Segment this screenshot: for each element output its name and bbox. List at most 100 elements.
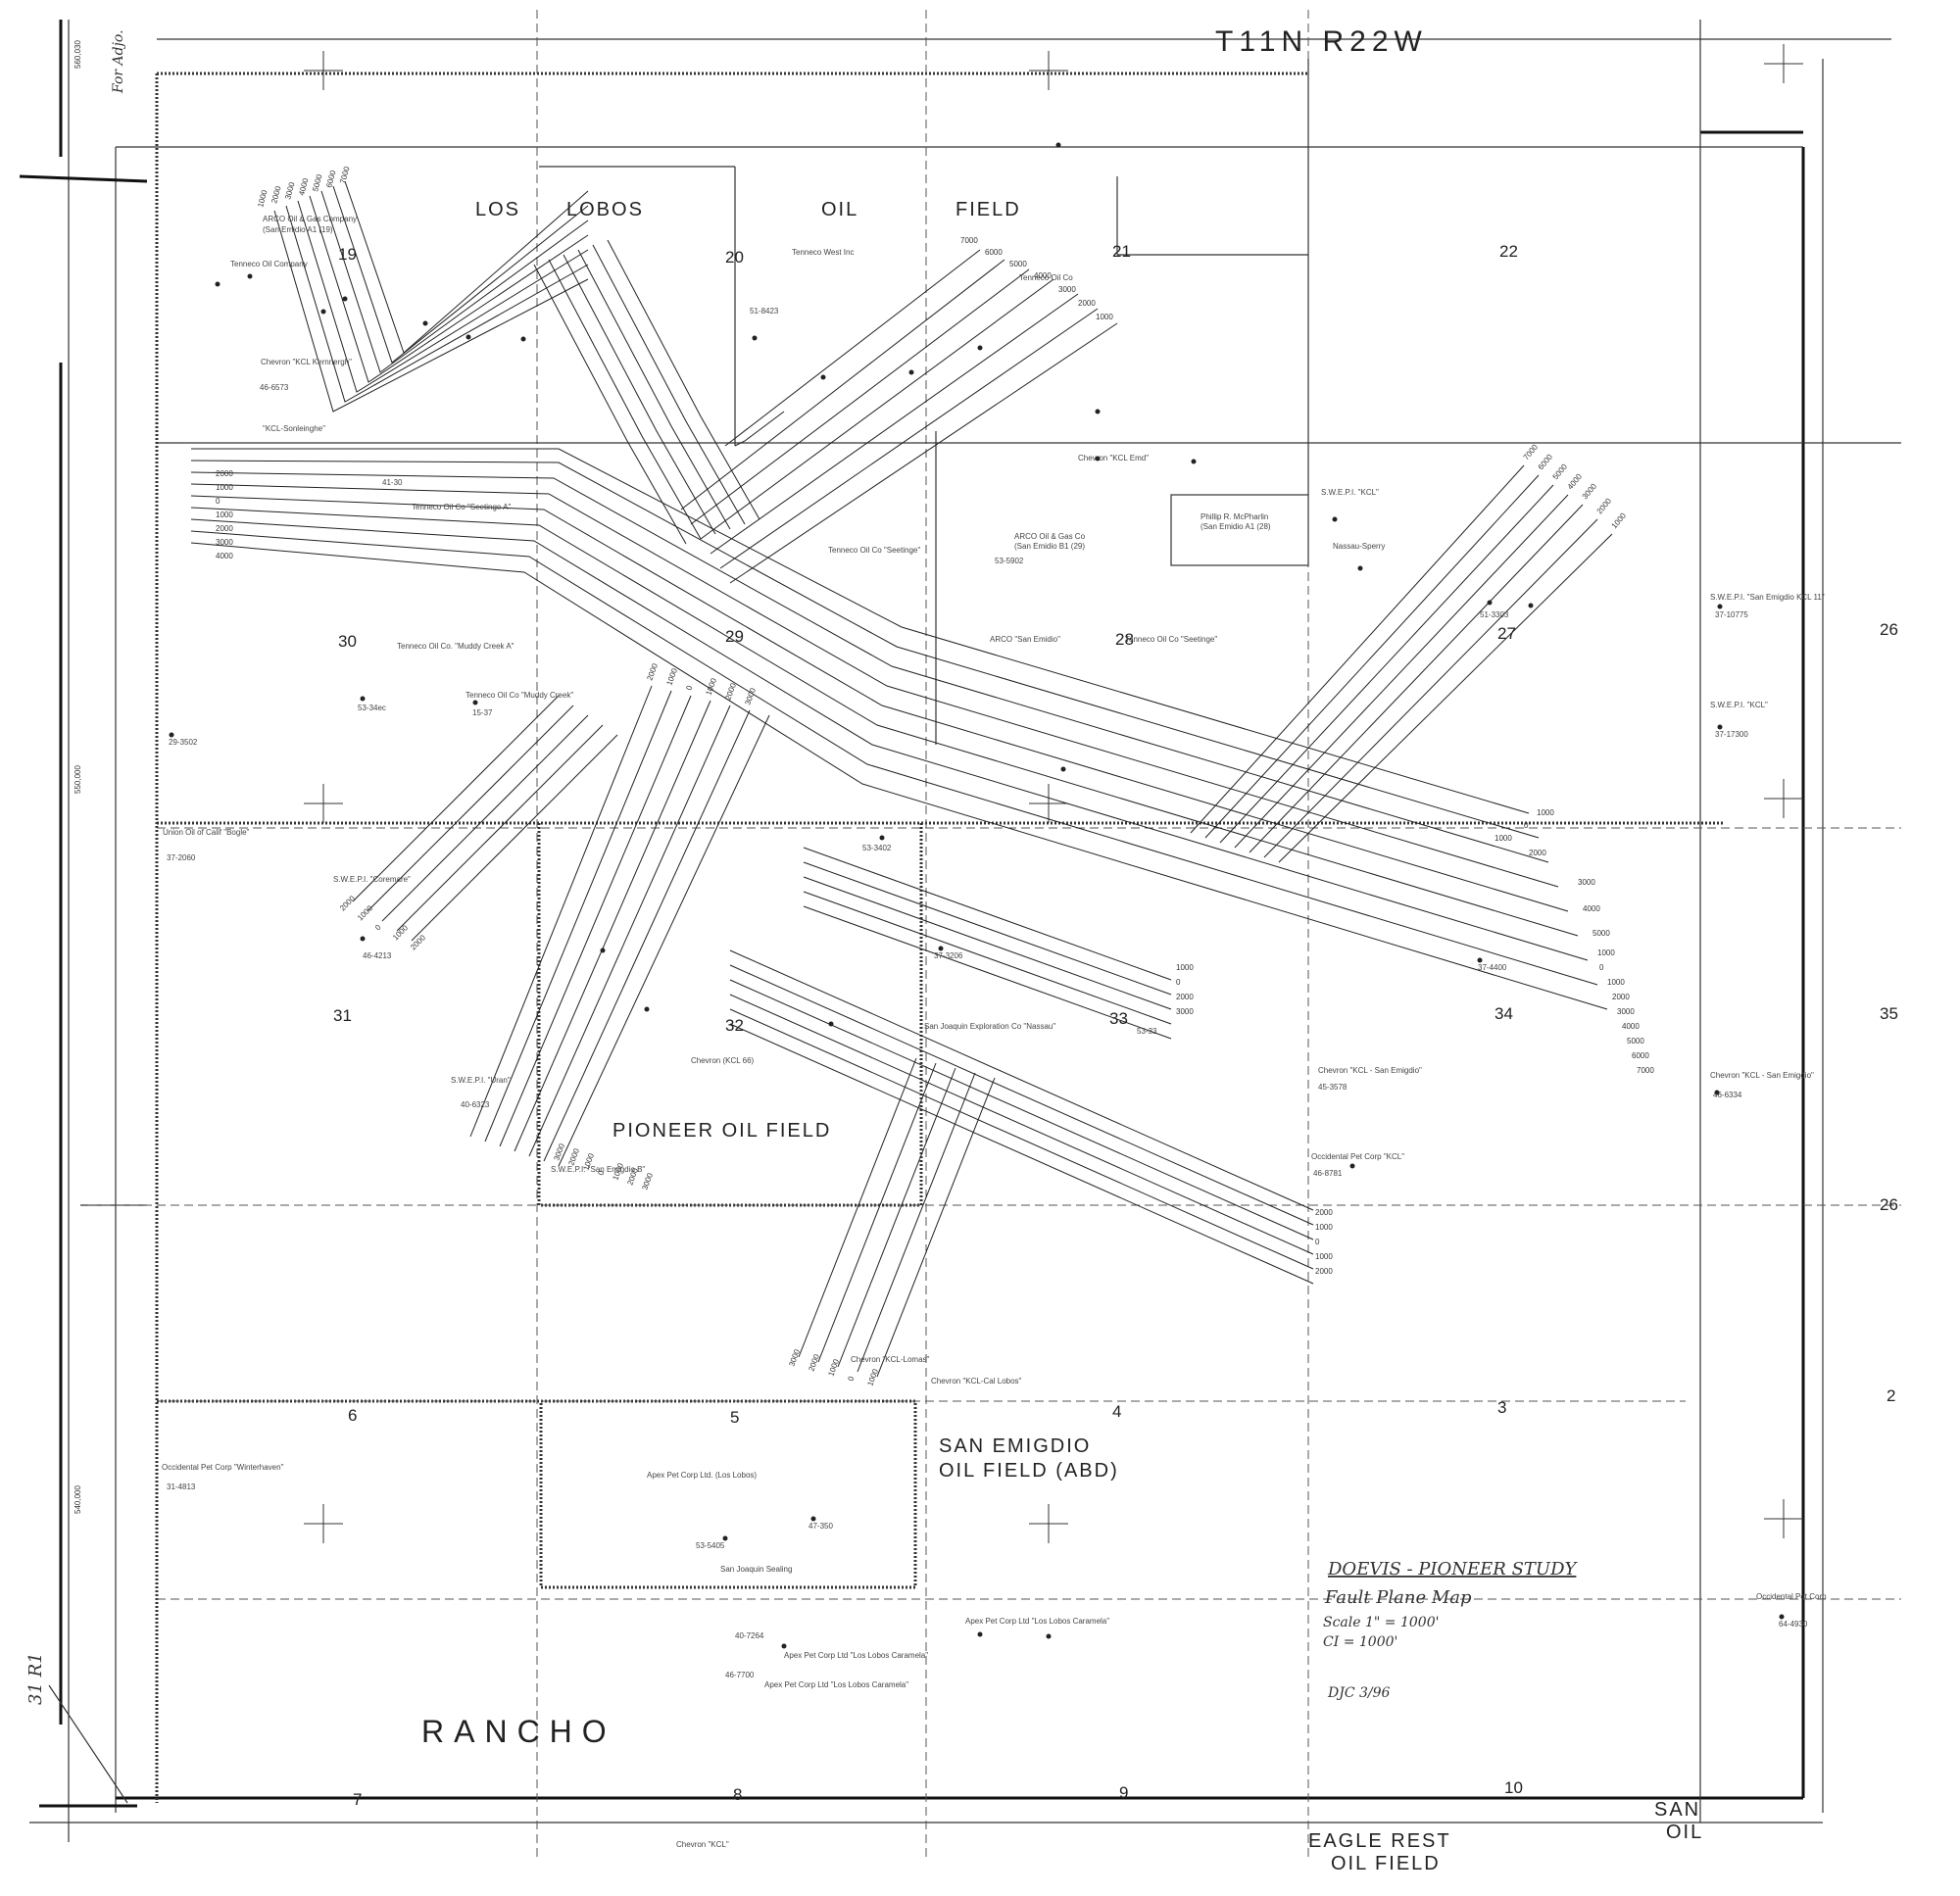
operator-label: Chevron "KCL - San Emigdio"	[1318, 1066, 1422, 1075]
well-id: 46-8781	[1313, 1169, 1343, 1178]
field-name-san-emigdio: SAN EMIGDIO	[939, 1435, 1091, 1457]
section-number: 19	[338, 245, 357, 264]
contour-label: 3000	[640, 1171, 655, 1191]
operator-label: Apex Pet Corp Ltd. (Los Lobos)	[647, 1471, 757, 1480]
section-number: 3	[1497, 1398, 1506, 1417]
well-id: 40-7264	[735, 1631, 764, 1640]
operator-label: Chevron "KCL Emd"	[1078, 454, 1149, 462]
contour-label: 4000	[216, 552, 233, 560]
well-id: 53-34ec	[358, 704, 386, 712]
map-date: DJC 3/96	[1327, 1685, 1391, 1701]
well-id: 15-37	[472, 708, 493, 717]
field-name-field: FIELD	[956, 199, 1021, 220]
contour-label: 2000	[1176, 993, 1194, 1001]
operator-label: Tenneco Oil Co "Muddy Creek"	[466, 691, 573, 700]
section-number: 34	[1494, 1004, 1513, 1023]
contour-label: 5000	[1627, 1037, 1644, 1045]
operator-label: "KCL-Sonleinghe"	[263, 424, 325, 433]
contour-label: 2000	[807, 1352, 821, 1372]
contour-label: 6000	[985, 248, 1003, 257]
contour-label: 7000	[1637, 1066, 1654, 1075]
contour-label: 5000	[1592, 929, 1610, 938]
contour-label: 6000	[1537, 452, 1555, 471]
well-id: 53-5902	[995, 557, 1024, 565]
contour-label: 1000	[1315, 1223, 1333, 1232]
well-id: 29-3502	[169, 738, 198, 747]
operator-label: Chevron "KCL-Lomas"	[851, 1355, 930, 1364]
operator-label: Tenneco Oil Co	[1019, 273, 1073, 282]
contour-label: 7000	[960, 236, 978, 245]
operator-label: Apex Pet Corp Ltd "Los Lobos Caramela"	[965, 1617, 1109, 1626]
section-number: 5	[730, 1408, 739, 1427]
contour-bundle-31	[352, 695, 618, 942]
contour-label: 1000	[865, 1367, 880, 1386]
contour-label: 3000	[1578, 878, 1595, 887]
contour-label: 2000	[1315, 1208, 1333, 1217]
field-name-rancho: RANCHO	[421, 1714, 616, 1749]
operator-label: S.W.E.P.I. "San Emigdio KCL 11"	[1710, 593, 1825, 602]
contour-label: 0	[1599, 963, 1604, 972]
operator-label: Chevron "KCL"	[676, 1840, 729, 1849]
contour-bundle-main	[190, 448, 1608, 1010]
field-name-eagle-rest: EAGLE REST	[1308, 1830, 1451, 1852]
section-number: 26	[1880, 620, 1898, 639]
section-number: 22	[1499, 242, 1518, 261]
operator-label: Chevron (KCL 66)	[691, 1056, 755, 1065]
operator-label: S.W.E.P.I. "KCL"	[1321, 488, 1379, 497]
operator-label: Phillip R. McPharlin	[1200, 512, 1268, 521]
field-name-san: SAN	[1654, 1799, 1700, 1821]
contour-bundle-33	[803, 847, 1172, 1040]
well-id: 45-3578	[1318, 1083, 1348, 1092]
map-scale: Scale 1" = 1000'	[1323, 1615, 1439, 1630]
contour-bundle-pioneer	[469, 685, 770, 1167]
contour-bundle-21	[680, 249, 1118, 584]
field-name-oil-right: OIL	[1666, 1822, 1703, 1843]
contour-label: 3000	[1581, 481, 1599, 501]
well-id: 64-4930	[1779, 1620, 1808, 1629]
field-name-eagle-rest-oil: OIL FIELD	[1331, 1853, 1441, 1874]
well-id: 46-6573	[260, 383, 289, 392]
contour-label: 5000	[1551, 462, 1570, 481]
contour-label: 1000	[704, 676, 718, 696]
fault-contours	[190, 180, 1613, 1378]
contour-label: 2000	[1612, 993, 1630, 1001]
section-number: 2	[1886, 1386, 1895, 1405]
field-name-lobos: LOBOS	[566, 199, 644, 220]
operator-label: Apex Pet Corp Ltd "Los Lobos Caramela"	[784, 1651, 928, 1660]
contour-label: 1000	[826, 1357, 841, 1377]
operator-label: (San Emidio A1 (28)	[1200, 522, 1271, 531]
contour-label: 1000	[256, 188, 269, 208]
contour-label: 0	[684, 684, 694, 692]
well-id: 53-3402	[862, 844, 892, 852]
contour-label: 1000	[1176, 963, 1194, 972]
operator-label: Apex Pet Corp Ltd "Los Lobos Caramela"	[764, 1680, 908, 1689]
operator-label: San Joaquin Sealing	[720, 1565, 792, 1574]
contour-label: 2000	[1078, 299, 1096, 308]
operator-labels: ARCO Oil & Gas Company (San Emidio A1 (1…	[162, 215, 1827, 1849]
section-number: 4	[1112, 1402, 1121, 1421]
well-symbols	[169, 142, 1785, 1649]
contour-label: 1000	[1315, 1252, 1333, 1261]
contour-label: 1000	[664, 666, 679, 686]
coord-label: 560,030	[74, 40, 82, 69]
contour-label: 5000	[311, 172, 323, 192]
contour-label: 2000	[338, 894, 357, 912]
section-number: 7	[353, 1790, 362, 1809]
contour-label: 2000	[1529, 849, 1546, 857]
contour-label: 3000	[1058, 285, 1076, 294]
well-id: 51-3303	[1480, 610, 1509, 619]
contour-label: 5000	[1009, 260, 1027, 268]
contour-label: 1000	[216, 510, 233, 519]
contour-label: 1000	[1607, 978, 1625, 987]
operator-label: (San Emidio A1 (19)	[263, 225, 333, 234]
contour-label: 2000	[723, 681, 738, 701]
contour-label: 2000	[216, 524, 233, 533]
contour-interval: CI = 1000'	[1323, 1634, 1397, 1650]
section-number: 26	[1880, 1195, 1898, 1214]
operator-label: (San Emidio B1 (29)	[1014, 542, 1085, 551]
contour-label: 1000	[391, 923, 410, 942]
well-id: 47-350	[808, 1522, 833, 1531]
well-id: 37-2060	[167, 853, 196, 862]
contour-bundle-27	[1190, 464, 1613, 863]
